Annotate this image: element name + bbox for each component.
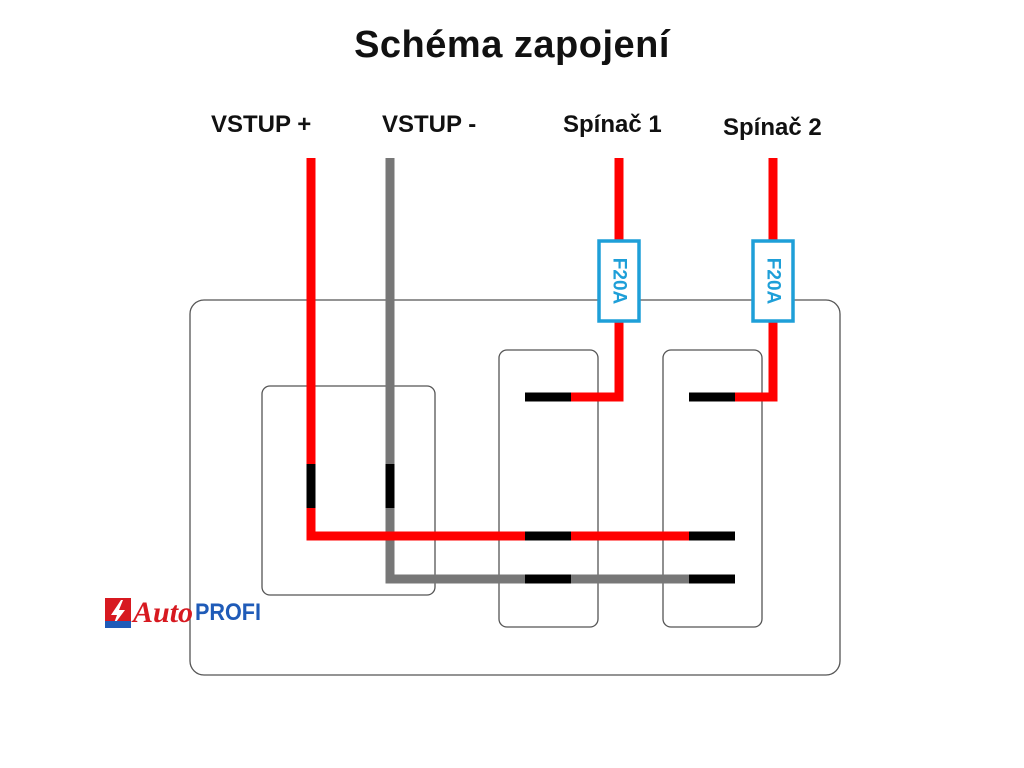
fuse-2-label: F20A — [763, 258, 784, 305]
lightning-bolt-icon — [105, 598, 131, 628]
positive-wire — [306, 158, 525, 541]
input-module-box — [261, 385, 436, 596]
logo-text-auto: Auto — [133, 596, 194, 629]
fuse-1: F20A — [597, 239, 641, 323]
switch-1-output-wire — [571, 158, 624, 402]
label-spinac-2: Spínač 2 — [723, 114, 822, 141]
autoprofi-logo: Auto PROFI — [105, 596, 268, 630]
fuse-1-label: F20A — [609, 258, 630, 305]
outer-enclosure — [189, 299, 841, 676]
switch-2-output-wire — [735, 158, 778, 402]
fuse-2: F20A — [751, 239, 795, 323]
negative-wire — [385, 158, 525, 584]
label-vstup-plus: VSTUP + — [211, 111, 312, 138]
switch-2-module-box — [662, 349, 763, 628]
logo-text-profi: PROFI — [195, 599, 262, 626]
label-spinac-1: Spínač 1 — [563, 111, 662, 138]
diagram-title: Schéma zapojení — [354, 24, 670, 66]
label-vstup-minus: VSTUP - — [382, 111, 477, 138]
switch-1-module-box — [498, 349, 599, 628]
